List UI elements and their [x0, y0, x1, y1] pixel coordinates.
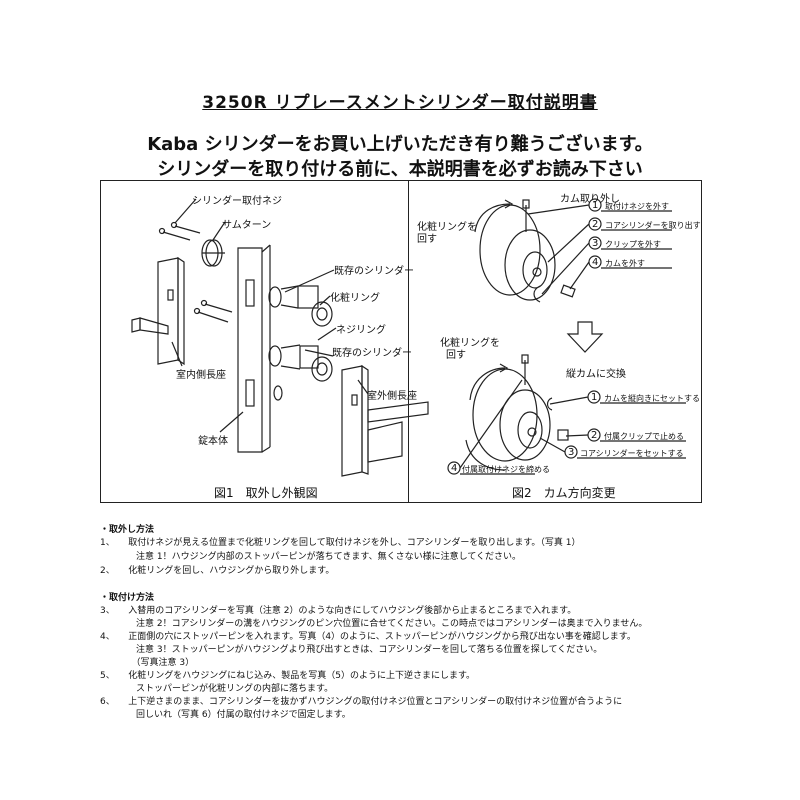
label-lock-body: 錠本体 [198, 436, 228, 447]
instruction-line: （写真注意 3） [100, 658, 195, 668]
figure-2-caption: 図2 カム方向変更 [512, 486, 616, 500]
label-rotate-ring-1a: 化粧リングを [417, 222, 477, 233]
step-top-4-number: 4 [592, 257, 599, 268]
label-rotate-ring-2a: 化粧リングを [440, 338, 500, 349]
instruction-line: 5、 化粧リングをハウジングにねじ込み、製品を写真（5）のように上下逆さまにしま… [100, 671, 476, 681]
label-thumb-turn: サムターン [222, 220, 272, 231]
greeting-line-1: Kaba シリンダーをお買い上げいただき有り難うございます。 [147, 134, 653, 155]
document-title: 3250R リプレースメントシリンダー取付説明書 [202, 93, 598, 113]
label-existing-cylinder-1: 既存のシリンダー [334, 266, 414, 277]
label-inner-plate: 室内側長座 [176, 370, 226, 381]
instruction-line: 注意 3！ストッパーピンがハウジングより飛び出すときは、コアシリンダーを回して落… [100, 645, 603, 655]
label-swap-cam: 縦カムに交換 [566, 369, 626, 380]
step-bottom-4-text: 付属取付けネジを締める [462, 465, 550, 474]
step-bottom-2-number: 2 [591, 430, 598, 441]
instruction-line: 6、 上下逆さまのまま、コアシリンダーを抜かずハウジングの取付けネジ位置とコアシ… [100, 697, 623, 707]
instruction-line: 注意 2！コアシリンダーの溝をハウジングのピン穴位置に合せてください。この時点で… [100, 619, 648, 629]
step-top-1-number: 1 [592, 200, 599, 211]
instruction-line: 1、 取付けネジが見える位置まで化粧リングを回して取付けネジを外し、コアシリンダ… [100, 538, 581, 548]
removal-heading: ・取外し方法 [100, 525, 155, 535]
label-rotate-ring-2b: 回す [446, 350, 466, 361]
label-trim-ring: 化粧リング [330, 293, 380, 304]
figure-frame [100, 180, 702, 503]
instruction-line: 回しいれ（写真 6）付属の取付けネジで固定します。 [100, 710, 351, 720]
label-remove-cam: カム取り外し [560, 194, 620, 205]
figure-divider [408, 180, 409, 503]
label-outer-plate: 室外側長座 [367, 391, 417, 402]
step-top-2-number: 2 [592, 219, 599, 230]
step-top-2-text: コアシリンダーを取り出す [605, 221, 701, 230]
instruction-line: 3、 入替用のコアシリンダーを写真（注意 2）のような向きにしてハウジング後部か… [100, 606, 577, 616]
step-bottom-1-text: カムを縦向きにセットする [604, 394, 700, 403]
label-mount-screw: シリンダー取付ネジ [192, 196, 282, 207]
step-bottom-3-number: 3 [568, 447, 575, 458]
instruction-line: 2、 化粧リングを回し、ハウジングから取り外します。 [100, 566, 335, 576]
step-bottom-4-number: 4 [451, 463, 458, 474]
instruction-line: 4、 正面側の穴にストッパーピンを入れます。写真（4）のように、ストッパーピンが… [100, 632, 636, 642]
step-top-3-number: 3 [592, 238, 599, 249]
install-heading: ・取付け方法 [100, 593, 155, 603]
step-bottom-3-text: コアシリンダーをセットする [580, 449, 684, 458]
label-existing-cylinder-2: 既存のシリンダー [332, 348, 412, 359]
step-top-3-text: クリップを外す [605, 240, 661, 249]
instruction-line: ストッパーピンが化粧リングの内部に落ちます。 [100, 684, 334, 694]
label-screw-ring: ネジリング [336, 325, 386, 336]
step-top-1-text: 取付けネジを外す [605, 202, 669, 211]
step-top-4-text: カムを外す [605, 259, 645, 268]
greeting-line-2: シリンダーを取り付ける前に、本説明書を必ずお読み下さい [157, 159, 643, 180]
step-bottom-2-text: 付属クリップで止める [604, 432, 684, 441]
label-rotate-ring-1b: 回す [417, 234, 437, 245]
step-bottom-1-number: 1 [591, 392, 598, 403]
figure-1-caption: 図1 取外し外観図 [214, 486, 318, 500]
instruction-line: 注意 1！ハウジング内部のストッパーピンが落ちてきます、無くさない様に注意してく… [100, 552, 522, 562]
